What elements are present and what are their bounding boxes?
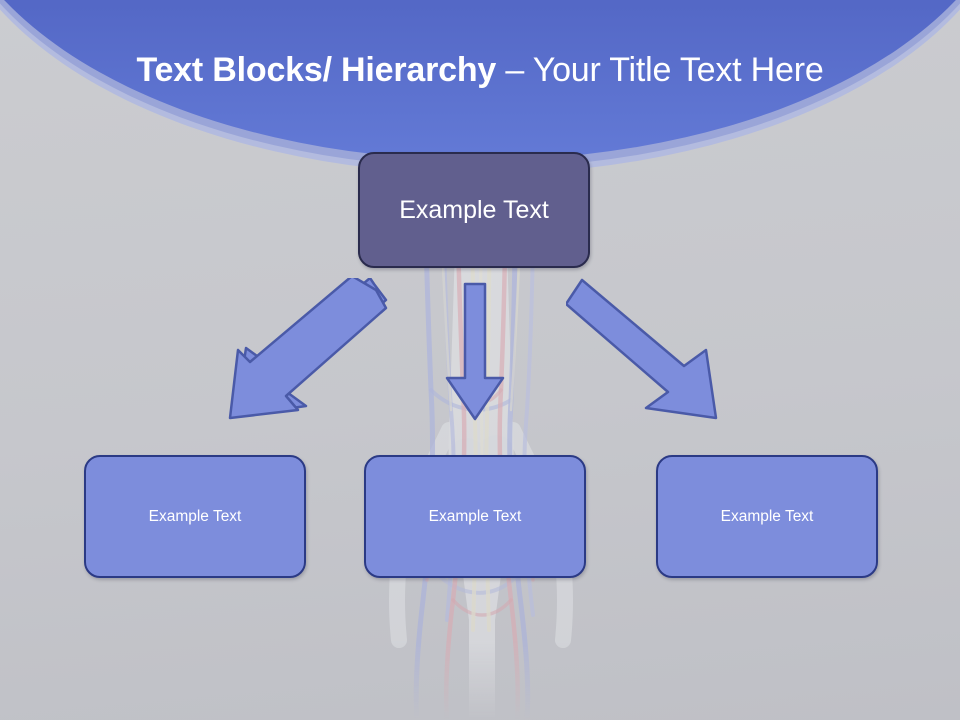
hierarchy-root-label: Example Text	[399, 195, 549, 224]
page-title-bold: Text Blocks/ Hierarchy	[136, 51, 506, 89]
hierarchy-child-box-3[interactable]: Example Text	[656, 455, 878, 578]
page-title-regular: – Your Title Text Here	[505, 51, 824, 89]
arrow-down-right-icon	[564, 278, 726, 423]
hierarchy-child-box-1[interactable]: Example Text	[84, 455, 306, 578]
hierarchy-child-label-2: Example Text	[428, 507, 522, 525]
arrow-down-icon	[440, 282, 510, 422]
slide-header-banner	[0, 0, 960, 240]
page-title: Text Blocks/ Hierarchy – Your Title Text…	[0, 49, 960, 91]
arrow-down-left-icon	[228, 274, 388, 423]
hierarchy-root-box[interactable]: Example Text	[358, 152, 590, 268]
hierarchy-child-label-1: Example Text	[148, 507, 242, 525]
hierarchy-child-label-3: Example Text	[720, 507, 814, 525]
hierarchy-child-box-2[interactable]: Example Text	[364, 455, 586, 578]
